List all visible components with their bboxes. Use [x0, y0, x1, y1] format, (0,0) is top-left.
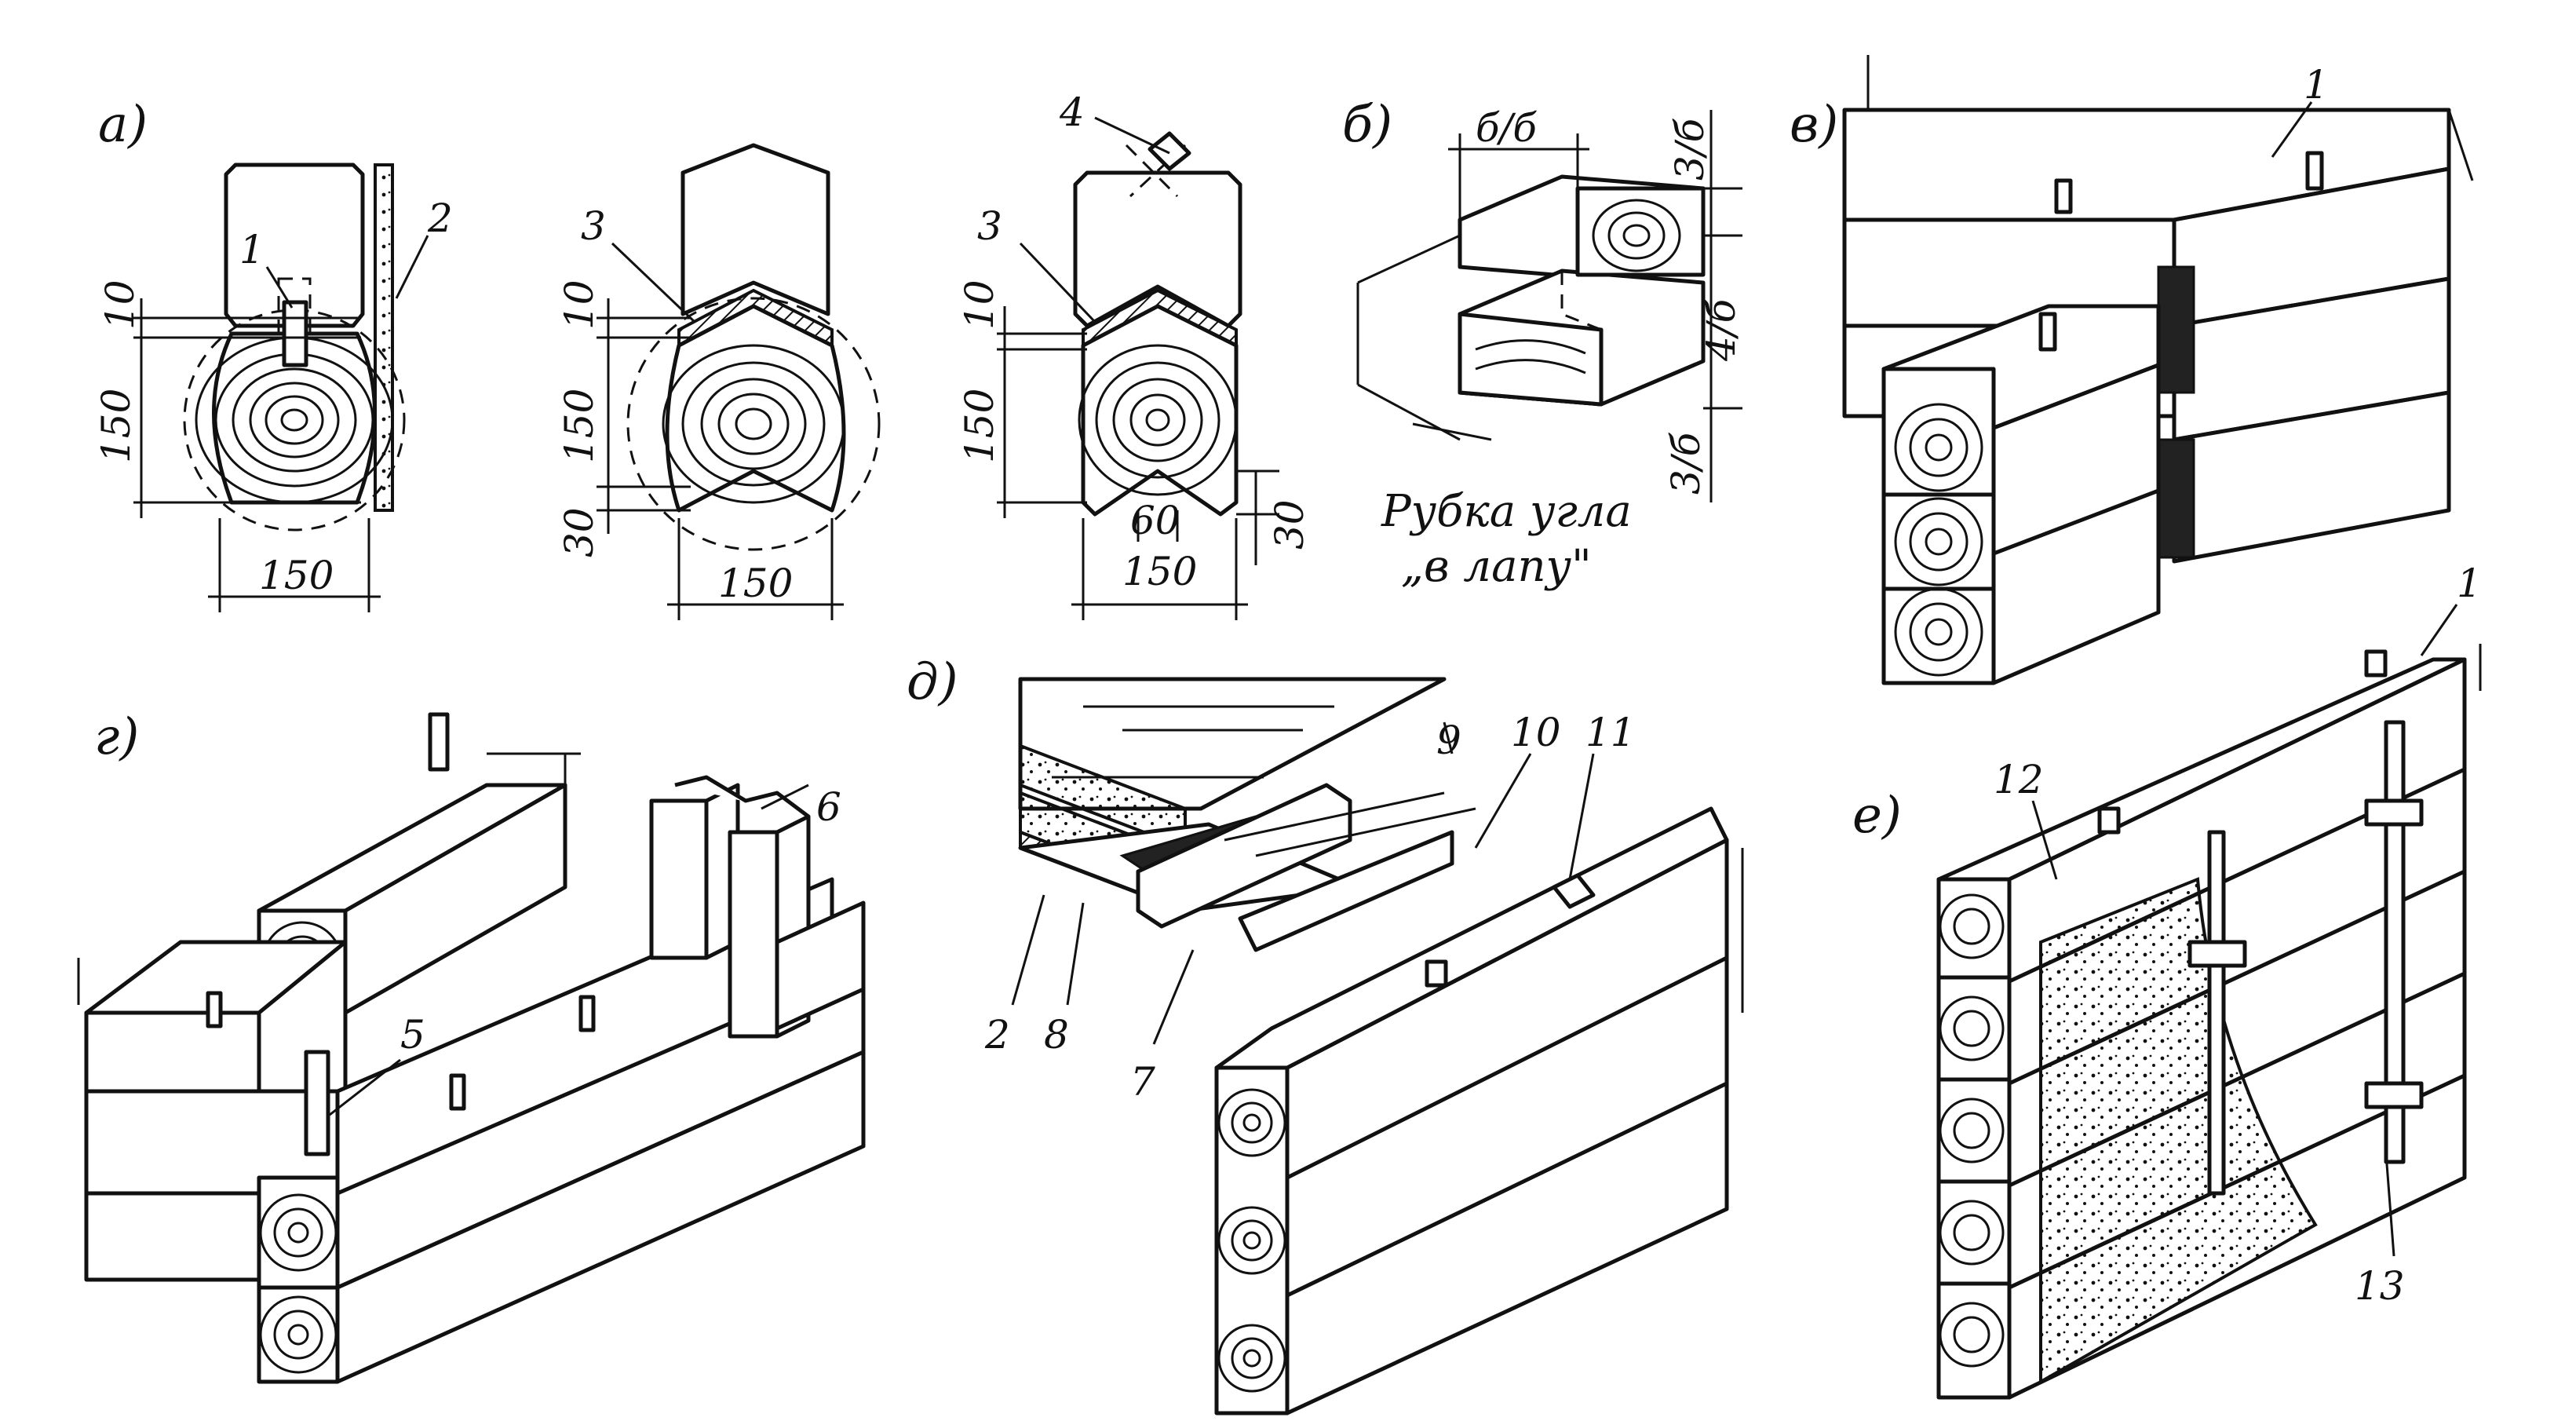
callout-11: 11: [1585, 710, 1636, 755]
dim-a2-150h: 150: [718, 561, 793, 606]
section-3-v-groove-joint: [997, 116, 1279, 620]
callout-7: 7: [1130, 1059, 1155, 1105]
growth-rings-3: [1078, 344, 1238, 496]
panel-label-g: г): [94, 708, 139, 766]
section-1-dowel-joint: [133, 163, 429, 612]
log-end-d3: [1217, 1324, 1286, 1393]
log-end-d2: [1217, 1206, 1286, 1275]
end-grain-b: [1592, 199, 1681, 272]
dim-a1-150v: 150: [93, 389, 139, 463]
panel-label-v: в): [1790, 96, 1838, 154]
section-2-groove-joint: [597, 143, 881, 620]
dim-b-top: б/б: [1476, 105, 1537, 151]
log-end-d1: [1217, 1088, 1286, 1157]
caption-line-2: „в лапу": [1401, 541, 1592, 592]
panel-b-lap-corner: [1356, 110, 1742, 502]
dim-b-r2: 4/б: [1698, 298, 1744, 362]
log-end-v2: [1894, 497, 1983, 586]
callout-2-a: 2: [427, 195, 453, 241]
callout-2-d: 2: [984, 1012, 1010, 1058]
log-end-g1: [259, 1193, 338, 1272]
dim-a2-150v: 150: [556, 389, 602, 463]
callout-numbers: 1 2 3 3 4 1 6 5 9 10 11 2 8 7 1 12 13: [239, 62, 2482, 1309]
log-end-g2: [259, 1295, 338, 1374]
dim-a2-30: 30: [556, 507, 602, 557]
dim-a3-30: 30: [1267, 499, 1312, 550]
log-end-v1: [1894, 403, 1983, 492]
dim-a2-10: 10: [556, 279, 602, 330]
dim-a1-10: 10: [97, 279, 143, 330]
dim-b-r3: 3/б: [1663, 432, 1709, 495]
dimension-labels: 10 150 150 10 150 30 150 10 150 60 150 3…: [93, 105, 1744, 606]
panel-v-corner-dowels: [1842, 55, 2474, 685]
callout-3-a2: 3: [581, 203, 606, 249]
panel-g-corner-assembly: [77, 712, 866, 1384]
dim-a3-150v: 150: [957, 389, 1002, 463]
caption-lap-corner: Рубка угла „в лапу": [1381, 486, 1632, 592]
panel-a-cross-sections: [133, 116, 1279, 620]
log-ends-e: [1939, 893, 2005, 1368]
callout-8: 8: [1044, 1012, 1069, 1058]
callout-3-a3: 3: [977, 203, 1002, 249]
callout-1-a: 1: [239, 227, 265, 272]
callout-5: 5: [400, 1012, 425, 1058]
growth-rings-2: [662, 344, 845, 504]
callout-1-e: 1: [2457, 561, 2482, 606]
callout-4: 4: [1059, 89, 1085, 135]
panel-e-plastered-wall: [1936, 604, 2482, 1400]
panel-label-b: б): [1342, 96, 1392, 154]
panel-label-e: е): [1852, 787, 1902, 845]
panel-label-d: д): [907, 653, 958, 711]
dim-a3-10: 10: [957, 279, 1002, 330]
callout-1-v: 1: [2304, 62, 2329, 108]
dim-a1-150h: 150: [259, 553, 334, 598]
dim-a3-60: 60: [1130, 498, 1180, 543]
callout-13: 13: [2355, 1263, 2405, 1309]
callout-12: 12: [1994, 757, 2044, 802]
callout-10: 10: [1511, 710, 1561, 755]
panel-labels: а) б) в) г) д) е): [94, 96, 1902, 845]
panel-label-a: а): [98, 96, 148, 154]
caption-line-1: Рубка угла: [1381, 486, 1632, 537]
dim-a3-150h: 150: [1122, 549, 1197, 594]
dim-b-r1: 3/б: [1667, 118, 1713, 181]
callout-9: 9: [1436, 718, 1461, 763]
panel-d-floor-junction: [1011, 677, 1744, 1416]
callout-6: 6: [816, 784, 841, 830]
